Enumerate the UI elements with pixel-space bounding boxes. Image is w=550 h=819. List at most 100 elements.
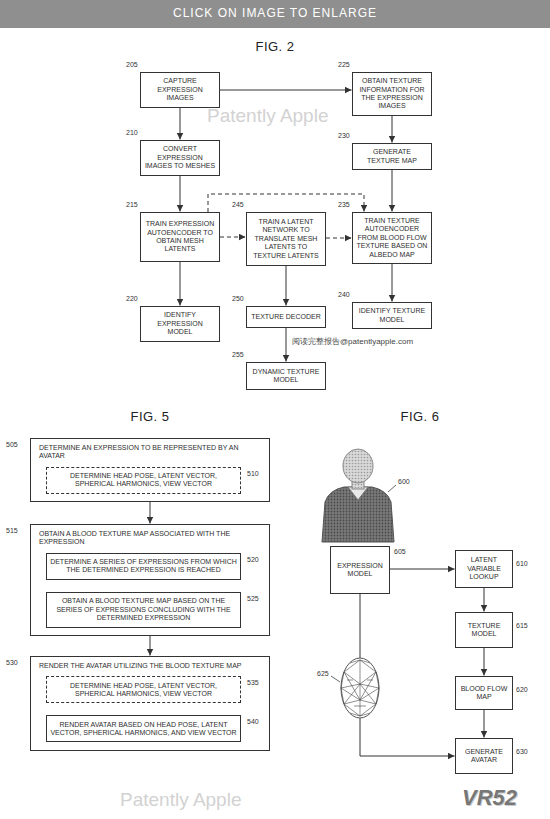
process-box: RENDER AVATAR BASED ON HEAD POSE, LATENT… [46, 715, 241, 742]
figure-title: FIG. 6 [360, 410, 480, 424]
process-box: DYNAMIC TEXTURE MODEL [246, 362, 326, 390]
group-heading: RENDER THE AVATAR UTILIZING THE BLOOD TE… [39, 662, 261, 670]
process-box: OBTAIN A BLOOD TEXTURE MAP BASED ON THE … [46, 592, 241, 628]
box-text: RENDER AVATAR BASED ON HEAD POSE, LATENT… [50, 721, 237, 738]
process-box: GENERATE TEXTURE MAP [352, 143, 432, 170]
process-box: CAPTURE EXPRESSION IMAGES [140, 72, 220, 108]
callout-number: 630 [516, 748, 528, 756]
callout-number: 210 [126, 129, 138, 137]
site-logo: VR52 [462, 786, 517, 810]
flow-arrow [150, 502, 151, 524]
callout-number: 625 [317, 670, 329, 678]
callout-number: 255 [232, 351, 244, 359]
flow-arrow [180, 108, 181, 140]
process-box: DETERMINE A SERIES OF EXPRESSIONS FROM W… [46, 553, 241, 580]
leader-line [388, 485, 396, 492]
flow-arrow [286, 266, 287, 306]
group-box: OBTAIN A BLOOD TEXTURE MAP ASSOCIATED WI… [30, 524, 270, 636]
box-text: OBTAIN TEXTURE INFORMATION FOR THE EXPRE… [356, 77, 428, 111]
callout-number: 535 [247, 679, 259, 687]
callout-number: 250 [232, 295, 244, 303]
group-box: RENDER THE AVATAR UTILIZING THE BLOOD TE… [30, 656, 270, 751]
dashed-step-box: DETERMINE HEAD POSE, LATENT VECTOR, SPHE… [46, 467, 241, 494]
process-box: LATENT VARIABLE LOOKUP [455, 550, 513, 588]
box-text: GENERATE AVATAR [459, 748, 509, 765]
flow-arrow [392, 116, 393, 143]
figure-title: FIG. 5 [80, 410, 220, 424]
box-text: IDENTIFY TEXTURE MODEL [356, 307, 428, 324]
callout-number: 220 [126, 295, 138, 303]
process-box: GENERATE AVATAR [455, 738, 513, 774]
person-body [322, 487, 394, 542]
watermark-url: 阅读完整报告@patentlyapple.com [292, 338, 413, 347]
flow-arrow [390, 569, 455, 570]
flow-arrow [180, 262, 181, 306]
callout-number: 240 [338, 291, 350, 299]
process-box: TRAIN A LATENT NETWORK TO TRANSLATE MESH… [246, 212, 326, 266]
header-text: CLICK ON IMAGE TO ENLARGE [0, 7, 550, 20]
process-box: TRAIN TEXTURE AUTOENCODER FROM BLOOD FLO… [352, 212, 432, 264]
flow-arrow [286, 328, 287, 362]
box-text: GENERATE TEXTURE MAP [356, 148, 428, 165]
flow-arrow [392, 264, 393, 302]
watermark: Patently Apple [207, 106, 328, 127]
process-box: EXPRESSION MODEL [330, 546, 390, 594]
callout-number: 610 [516, 560, 528, 568]
box-text: EXPRESSION MODEL [334, 562, 386, 579]
process-box: CONVERT EXPRESSION IMAGES TO MESHES [140, 140, 220, 176]
callout-number: 215 [126, 201, 138, 209]
box-text: TEXTURE MODEL [459, 622, 509, 639]
group-box: DETERMINE AN EXPRESSION TO BE REPRESENTE… [30, 438, 270, 502]
callout-number: 600 [398, 478, 410, 486]
flow-arrow [392, 170, 393, 212]
process-box: TEXTURE DECODER [246, 306, 326, 328]
flow-arrow [180, 176, 181, 212]
box-text: TRAIN A LATENT NETWORK TO TRANSLATE MESH… [250, 218, 322, 260]
callout-number: 515 [6, 527, 18, 535]
box-text: CONVERT EXPRESSION IMAGES TO MESHES [144, 145, 216, 170]
callout-number: 605 [394, 548, 406, 556]
process-box: OBTAIN TEXTURE INFORMATION FOR THE EXPRE… [352, 72, 432, 116]
callout-number: 615 [516, 622, 528, 630]
process-box: TRAIN EXPRESSION AUTOENCODER TO OBTAIN M… [140, 212, 220, 262]
dashed-arrow [220, 237, 246, 238]
person-head [343, 449, 373, 483]
group-heading: DETERMINE AN EXPRESSION TO BE REPRESENTE… [39, 444, 261, 461]
callout-number: 225 [338, 61, 350, 69]
flow-arrow [484, 710, 485, 738]
box-text: TRAIN EXPRESSION AUTOENCODER TO OBTAIN M… [144, 220, 216, 254]
callout-number: 230 [338, 132, 350, 140]
callout-number: 245 [232, 201, 244, 209]
box-text: IDENTIFY EXPRESSION MODEL [144, 311, 216, 336]
callout-number: 525 [247, 595, 259, 603]
dashed-step-box: DETERMINE HEAD POSE, LATENT VECTOR, SPHE… [46, 676, 241, 703]
box-text: CAPTURE EXPRESSION IMAGES [144, 77, 216, 102]
callout-number: 505 [6, 441, 18, 449]
box-text: DYNAMIC TEXTURE MODEL [250, 368, 322, 385]
box-text: DETERMINE HEAD POSE, LATENT VECTOR, SPHE… [50, 682, 237, 699]
face-mesh [341, 658, 379, 718]
process-box: IDENTIFY TEXTURE MODEL [352, 302, 432, 329]
box-text: OBTAIN A BLOOD TEXTURE MAP BASED ON THE … [50, 597, 237, 622]
process-box: BLOOD FLOW MAP [455, 676, 513, 710]
box-text: DETERMINE HEAD POSE, LATENT VECTOR, SPHE… [50, 472, 237, 489]
flow-arrow [150, 636, 151, 656]
callout-number: 205 [126, 61, 138, 69]
callout-number: 510 [247, 470, 259, 478]
person-figure [322, 449, 394, 542]
flow-arrow [220, 90, 352, 91]
box-text: LATENT VARIABLE LOOKUP [459, 556, 509, 581]
watermark: Patently Apple [120, 790, 241, 811]
box-text: DETERMINE A SERIES OF EXPRESSIONS FROM W… [50, 558, 237, 575]
box-text: TRAIN TEXTURE AUTOENCODER FROM BLOOD FLO… [356, 217, 428, 259]
flow-arrow [484, 648, 485, 676]
group-heading: OBTAIN A BLOOD TEXTURE MAP ASSOCIATED WI… [39, 530, 261, 547]
box-text: TEXTURE DECODER [250, 313, 322, 321]
process-box: IDENTIFY EXPRESSION MODEL [140, 306, 220, 342]
figure-title: FIG. 2 [215, 40, 335, 54]
leader-line [331, 676, 340, 682]
callout-number: 620 [516, 686, 528, 694]
dashed-arrow [208, 194, 364, 212]
flow-arrow [484, 588, 485, 612]
process-box: TEXTURE MODEL [455, 612, 513, 648]
